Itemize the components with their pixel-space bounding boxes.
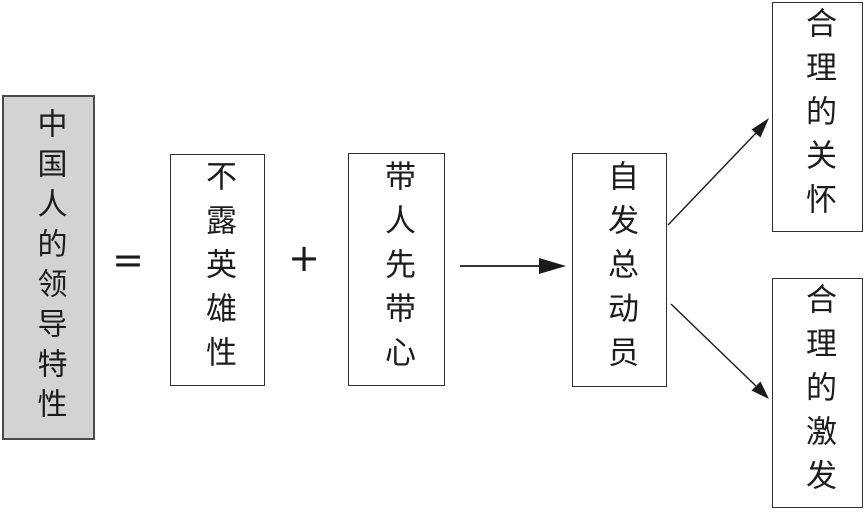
box-spontaneous-mobilization-label: 自发总动员 bbox=[602, 160, 638, 380]
box-reasonable-stimulation: 合理的激发 bbox=[772, 278, 863, 508]
box-reasonable-care-label: 合理的关怀 bbox=[800, 7, 836, 227]
box-reasonable-stimulation-label: 合理的激发 bbox=[800, 283, 836, 503]
box-lead-hearts-first-label: 带人先带心 bbox=[379, 159, 415, 380]
box-hidden-heroism-label: 不露英雄性 bbox=[200, 160, 236, 380]
box-lead-hearts-first: 带人先带心 bbox=[348, 153, 445, 386]
arrow-right-icon bbox=[460, 258, 566, 274]
equals-operator: = bbox=[112, 238, 144, 282]
arrow-down-right-icon bbox=[670, 303, 769, 399]
box-hidden-heroism: 不露英雄性 bbox=[170, 154, 265, 386]
box-leadership-traits: 中国人的领导特性 bbox=[2, 95, 95, 440]
arrow-up-right-icon bbox=[667, 118, 769, 226]
plus-operator: + bbox=[288, 236, 320, 280]
box-leadership-traits-label: 中国人的领导特性 bbox=[31, 107, 67, 428]
box-reasonable-care: 合理的关怀 bbox=[772, 2, 863, 232]
box-spontaneous-mobilization: 自发总动员 bbox=[572, 153, 667, 387]
